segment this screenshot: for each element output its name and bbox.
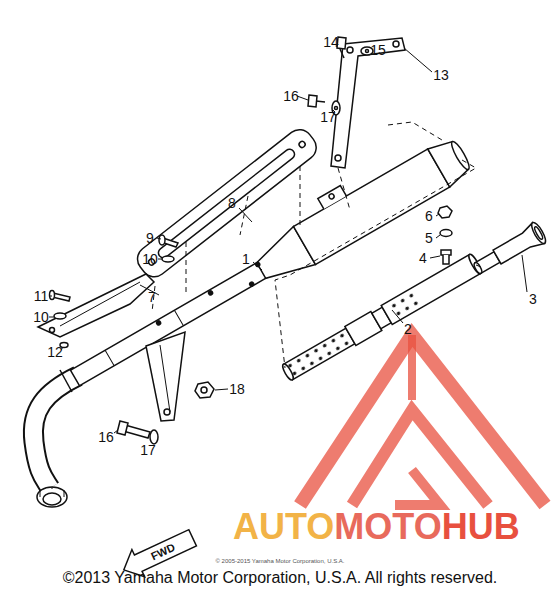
muffler-body (58, 124, 475, 397)
baffle-tube (280, 253, 483, 383)
heat-shield (132, 124, 321, 282)
copyright-caption: ©2013 Yamaha Motor Corporation, U.S.A. A… (63, 570, 498, 586)
callout-number: 6 (425, 209, 433, 223)
small-hardware (438, 206, 452, 264)
callout-number: 16 (283, 89, 299, 103)
callout-number: 11 (34, 289, 49, 303)
direction-label: FWD (149, 542, 176, 563)
exhaust-elbow (33, 370, 78, 507)
tail-pipe (470, 221, 548, 280)
callout-number: 1 (242, 252, 250, 266)
watermark-text: HUB (442, 509, 520, 545)
callout-number: 10 (33, 310, 49, 324)
callout-number: 13 (433, 68, 449, 82)
screw (159, 235, 178, 262)
callout-number: 16 (98, 430, 114, 444)
callout-number: 18 (229, 382, 245, 396)
callout-number: 12 (47, 345, 63, 359)
callout-number: 14 (323, 35, 339, 49)
hanger-bracket (117, 332, 214, 444)
watermark-text: MOTO (334, 509, 441, 545)
callout-number: 9 (146, 231, 154, 245)
callout-number: 17 (140, 443, 156, 457)
callout-number: 17 (320, 110, 336, 124)
callout-number: 15 (370, 43, 386, 57)
callout-number: 3 (529, 292, 537, 306)
heat-shield-small (38, 274, 154, 348)
watermark-text: AUTO (233, 509, 334, 545)
callout-number: 2 (404, 322, 412, 336)
leader-lines (49, 48, 527, 433)
assembly-lines (152, 122, 481, 368)
callout-number: 4 (419, 251, 427, 265)
callout-number: 8 (228, 196, 236, 210)
watermark-logo (300, 335, 545, 505)
callout-number: 7 (148, 290, 156, 304)
callout-number: 5 (425, 231, 433, 245)
mounting-strap (308, 37, 405, 168)
callout-number: 10 (142, 252, 158, 266)
copyright-note: © 2005-2015 Yamaha Motor Corporation, U.… (216, 558, 345, 564)
